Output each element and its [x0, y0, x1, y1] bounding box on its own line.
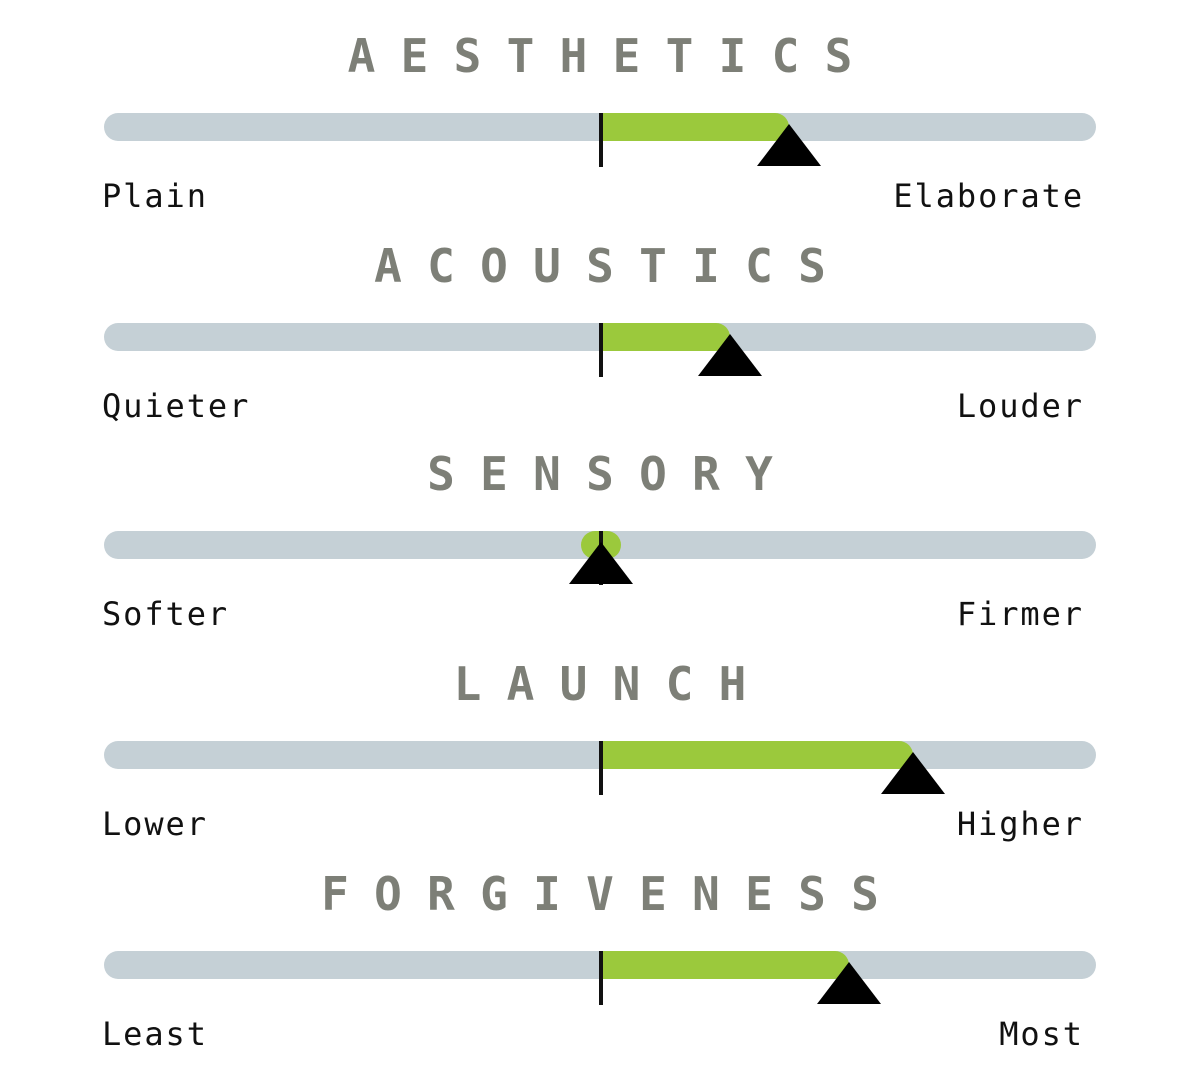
scale-right-label: Most	[999, 1015, 1084, 1053]
scale-title: ACOUSTICS	[374, 239, 852, 293]
scale-fill	[601, 951, 849, 979]
scale-marker	[881, 752, 946, 794]
scale-fill	[601, 741, 914, 769]
scale-left-label: Quieter	[102, 387, 251, 425]
scale-launch: LAUNCH Lower Higher	[0, 628, 1200, 843]
scale-marker	[757, 124, 822, 166]
scale-marker	[697, 334, 762, 376]
scale-left-label: Plain	[102, 177, 208, 215]
scale-right-label: Louder	[956, 387, 1084, 425]
scale-forgiveness: FORGIVENESS Least Most	[0, 838, 1200, 1053]
scale-left-label: Least	[102, 1015, 208, 1053]
scale-center-line	[599, 113, 603, 167]
scale-title: FORGIVENESS	[321, 867, 905, 921]
scale-aesthetics: AESTHETICS Plain Elaborate	[0, 0, 1200, 215]
scale-title: AESTHETICS	[347, 29, 878, 83]
scale-left-label: Lower	[102, 805, 208, 843]
scale-title: SENSORY	[427, 447, 799, 501]
scale-right-label: Higher	[956, 805, 1084, 843]
scale-marker	[817, 962, 881, 1004]
scale-right-label: Firmer	[956, 595, 1084, 633]
scale-right-label: Elaborate	[893, 177, 1084, 215]
scale-marker	[569, 542, 633, 584]
scale-acoustics: ACOUSTICS Quieter Louder	[0, 210, 1200, 425]
scale-center-line	[599, 951, 603, 1005]
scale-title: LAUNCH	[453, 657, 772, 711]
scale-center-line	[599, 323, 603, 377]
scale-center-line	[599, 741, 603, 795]
scale-left-label: Softer	[102, 595, 230, 633]
scale-sensory: SENSORY Softer Firmer	[0, 418, 1200, 633]
